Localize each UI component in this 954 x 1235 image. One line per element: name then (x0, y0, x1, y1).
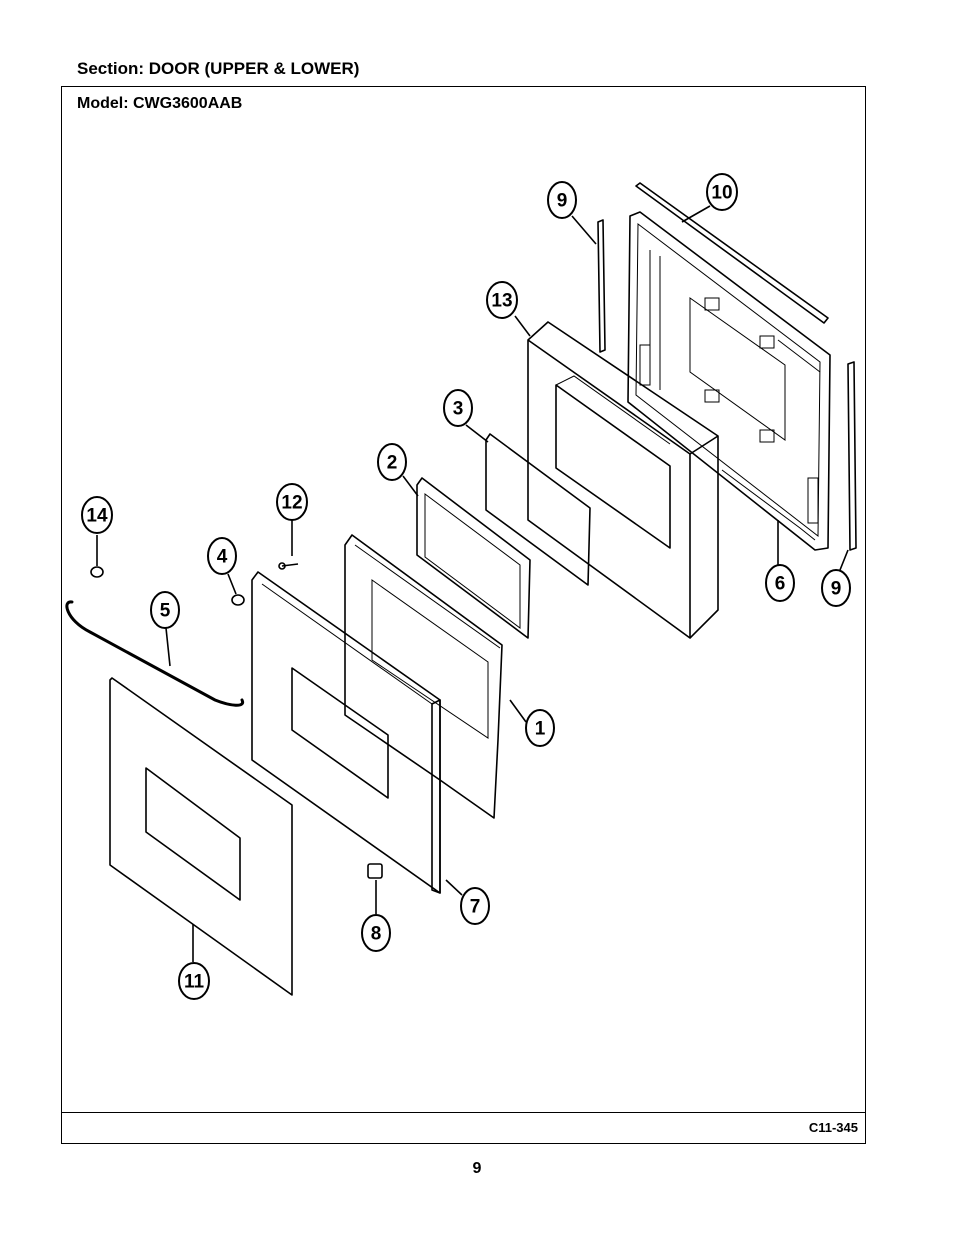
callout-6: 6 (765, 564, 795, 602)
callout-7: 7 (460, 887, 490, 925)
svg-text:9: 9 (831, 579, 842, 600)
callout-11: 11 (178, 962, 210, 1000)
part-window-frame (416, 477, 531, 639)
svg-text:4: 4 (217, 547, 228, 568)
footer-divider (62, 1112, 865, 1113)
svg-text:9: 9 (557, 191, 568, 212)
part-door-liner (627, 211, 831, 551)
callout-13: 13 (486, 281, 518, 319)
callout-4: 4 (207, 537, 237, 575)
callout-8: 8 (361, 914, 391, 952)
part-door-handle (65, 600, 245, 707)
part-side-channel-left (597, 219, 606, 353)
part-outer-door-frame (251, 571, 441, 894)
svg-text:14: 14 (86, 506, 108, 527)
part-side-channel-right (847, 361, 857, 551)
svg-text:8: 8 (371, 924, 382, 945)
diagram-frame: Model: CWG3600AAB C11-345 (61, 86, 866, 1144)
callout-2: 2 (377, 443, 407, 481)
svg-text:5: 5 (160, 601, 171, 622)
callout-9-left: 9 (547, 181, 577, 219)
svg-text:10: 10 (711, 183, 732, 204)
leader-lines (96, 205, 849, 962)
callout-10: 10 (706, 173, 738, 211)
callout-12: 12 (276, 483, 308, 521)
svg-text:6: 6 (775, 574, 786, 595)
section-title: Section: DOOR (UPPER & LOWER) (77, 59, 360, 78)
svg-text:3: 3 (453, 399, 464, 420)
part-inner-panel (344, 534, 503, 819)
svg-text:13: 13 (491, 291, 512, 312)
part-clip (367, 863, 383, 879)
svg-text:1: 1 (535, 719, 546, 740)
figure-code: C11-345 (808, 1120, 858, 1135)
part-screw (278, 562, 299, 570)
part-outer-glass (109, 677, 293, 996)
callout-3: 3 (443, 389, 473, 427)
part-glass-panel (485, 433, 591, 586)
part-nut-4 (231, 594, 245, 606)
callout-9-right: 9 (821, 569, 851, 607)
svg-text:12: 12 (281, 493, 302, 514)
part-insulation-box (527, 321, 719, 639)
part-nut-14 (90, 566, 104, 578)
svg-text:2: 2 (387, 453, 398, 474)
callout-1: 1 (525, 709, 555, 747)
svg-text:11: 11 (184, 972, 205, 993)
part-top-trim (635, 182, 829, 324)
page-number: 9 (472, 1160, 482, 1177)
callout-5: 5 (150, 591, 180, 629)
svg-text:7: 7 (470, 897, 481, 918)
callout-14: 14 (81, 496, 113, 534)
model-label: Model: CWG3600AAB (77, 95, 243, 112)
